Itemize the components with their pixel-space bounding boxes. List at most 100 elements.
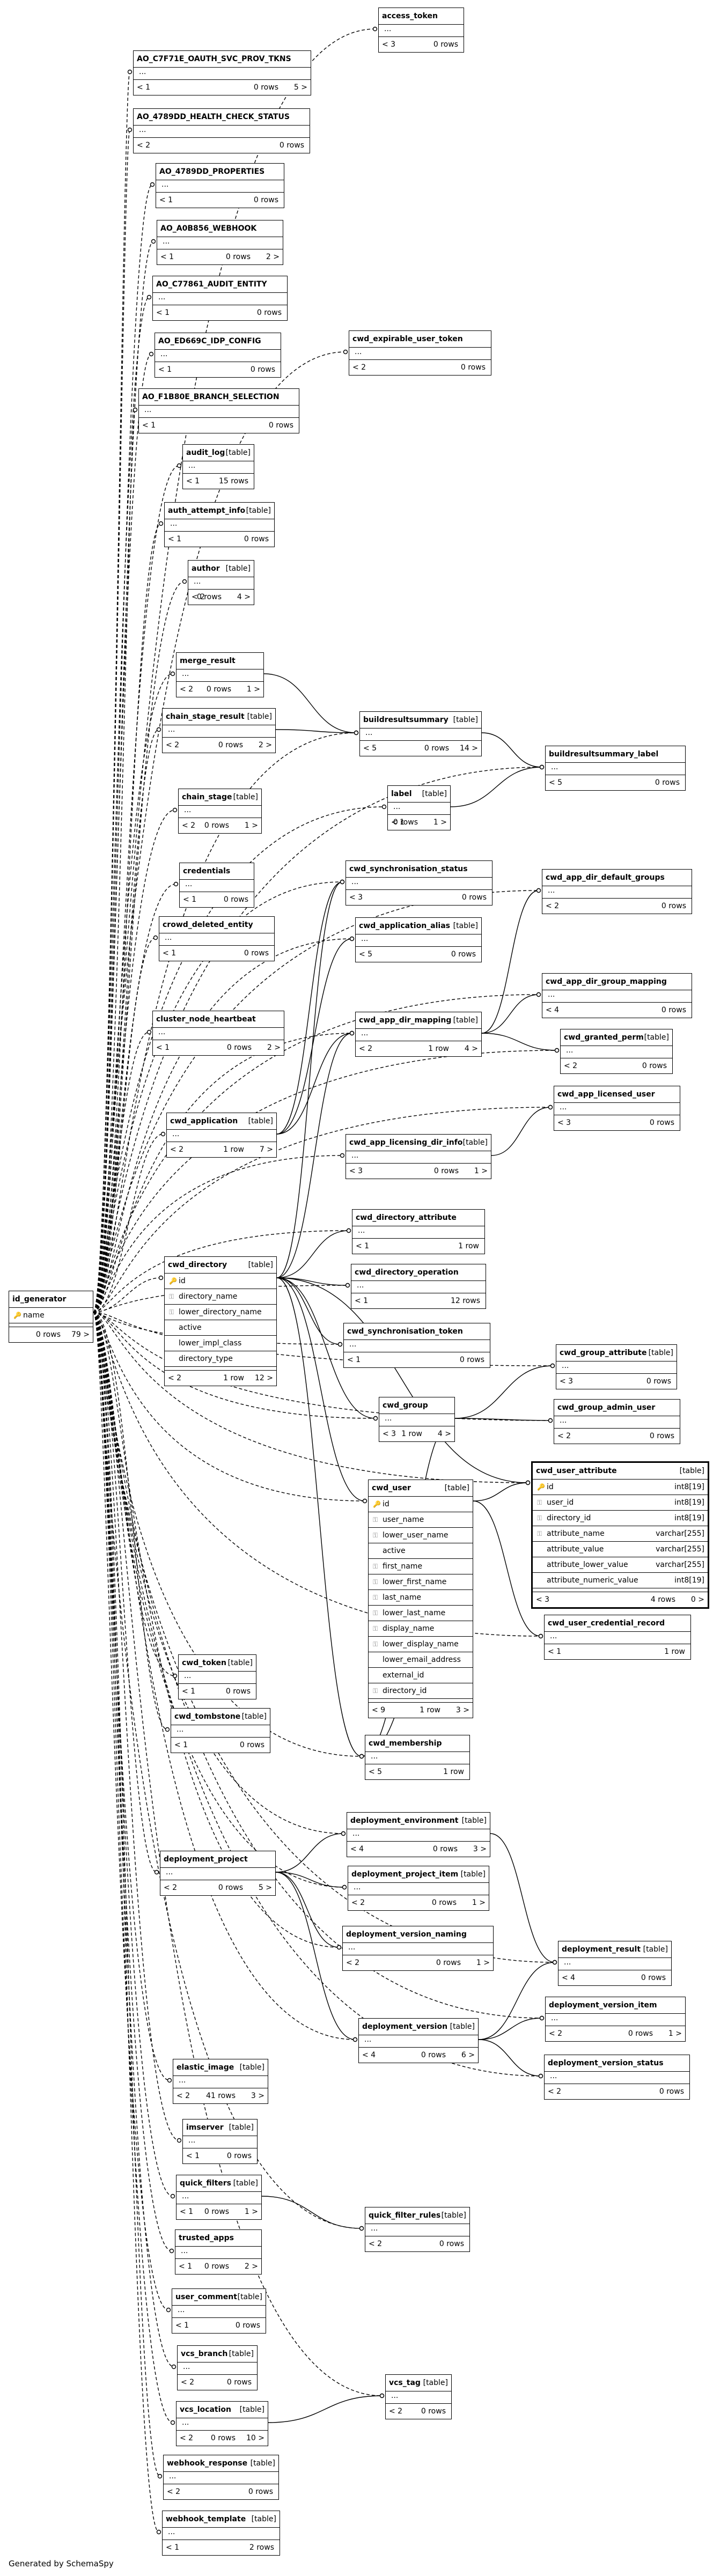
table-name[interactable]: label: [391, 790, 412, 798]
table-name[interactable]: cwd_user_credential_record: [548, 1619, 665, 1628]
parent-count[interactable]: < 2: [548, 2087, 562, 2096]
column-row[interactable]: active: [165, 1320, 276, 1336]
table-name[interactable]: deployment_version_item: [549, 2001, 657, 2010]
table-name[interactable]: quick_filter_rules: [369, 2211, 441, 2220]
parent-count[interactable]: < 2: [192, 593, 205, 601]
parent-count[interactable]: < 1: [548, 1647, 562, 1656]
child-count[interactable]: 1 >: [472, 1898, 486, 1907]
table-cwd_dir_op[interactable]: cwd_directory_operation [table]...< 112 …: [351, 1264, 486, 1309]
table-name[interactable]: crowd_deleted_entity: [163, 921, 253, 929]
parent-count[interactable]: < 2: [168, 1374, 182, 1382]
parent-count[interactable]: < 2: [564, 1062, 578, 1070]
parent-count[interactable]: < 1: [159, 196, 173, 204]
parent-count[interactable]: < 1: [156, 1043, 170, 1052]
table-name[interactable]: deployment_result: [562, 1945, 641, 1954]
table-cwd_sync_status[interactable]: cwd_synchronisation_status [table]...< 3…: [346, 860, 493, 906]
table-name[interactable]: cwd_application_alias: [359, 922, 450, 930]
child-count[interactable]: 1 >: [668, 2029, 682, 2038]
table-name[interactable]: chain_stage: [182, 793, 232, 801]
parent-count[interactable]: < 1: [168, 535, 182, 543]
parent-count[interactable]: < 1: [186, 2152, 200, 2160]
child-count[interactable]: 2 >: [267, 1043, 281, 1052]
parent-count[interactable]: < 4: [350, 1845, 364, 1853]
table-credentials[interactable]: credentials [table]...< 10 rows: [179, 863, 254, 908]
table-name[interactable]: deployment_version: [362, 2022, 448, 2031]
parent-count[interactable]: < 1: [166, 2543, 180, 2552]
table-name[interactable]: cwd_token: [182, 1659, 226, 1667]
parent-count[interactable]: < 1: [156, 308, 170, 317]
parent-count[interactable]: < 3: [560, 1377, 574, 1386]
child-count[interactable]: 79 >: [71, 1330, 90, 1339]
table-name[interactable]: audit_log: [186, 448, 225, 457]
table-deployment_project[interactable]: deployment_project [table]...< 20 rows5 …: [160, 1851, 276, 1896]
column-row[interactable]: ⚿lower_last_name: [369, 1606, 473, 1621]
table-crowd_deleted[interactable]: crowd_deleted_entity [table]...< 10 rows: [159, 916, 275, 961]
parent-count[interactable]: < 3: [382, 40, 396, 49]
parent-count[interactable]: < 2: [177, 2092, 190, 2100]
parent-count[interactable]: < 5: [549, 778, 563, 787]
column-row[interactable]: 🔑id: [165, 1274, 276, 1289]
parent-count[interactable]: < 1: [347, 1356, 361, 1364]
table-name[interactable]: cwd_synchronisation_token: [347, 1327, 463, 1336]
table-ao_f1b80e[interactable]: AO_F1B80E_BRANCH_SELECTION [table]...< 1…: [138, 388, 299, 433]
table-ao_4789dd_hc[interactable]: AO_4789DD_HEALTH_CHECK_STATUS [table]...…: [133, 108, 310, 153]
table-name[interactable]: chain_stage_result: [166, 712, 245, 721]
table-name[interactable]: buildresultsummary_label: [549, 750, 659, 759]
parent-count[interactable]: < 2: [180, 2434, 194, 2442]
table-name[interactable]: webhook_template: [166, 2515, 246, 2523]
child-count[interactable]: 2 >: [244, 2262, 258, 2271]
child-count[interactable]: 1 >: [246, 685, 260, 694]
column-row[interactable]: ⚿user_name: [369, 1512, 473, 1528]
child-count[interactable]: 3 >: [251, 2092, 264, 2100]
table-ao_ed669c[interactable]: AO_ED669C_IDP_CONFIG [table]...< 10 rows: [155, 333, 281, 378]
table-name[interactable]: vcs_branch: [181, 2350, 228, 2358]
column-row[interactable]: external_id: [369, 1668, 473, 1683]
parent-count[interactable]: < 2: [137, 141, 151, 150]
child-count[interactable]: 1 >: [244, 821, 258, 830]
column-row[interactable]: directory_type: [165, 1351, 276, 1367]
table-name[interactable]: vcs_tag: [389, 2379, 421, 2387]
child-count[interactable]: 1 >: [244, 2207, 258, 2216]
table-deployment_version_naming[interactable]: deployment_version_naming [table]...< 20…: [342, 1926, 494, 1971]
parent-count[interactable]: < 2: [164, 1883, 178, 1892]
table-name[interactable]: AO_C7F71E_OAUTH_SVC_PROV_TKNS: [137, 55, 291, 63]
parent-count[interactable]: < 4: [546, 1006, 560, 1014]
child-count[interactable]: 10 >: [246, 2434, 264, 2442]
table-name[interactable]: credentials: [183, 867, 231, 875]
table-name[interactable]: deployment_version_naming: [346, 1930, 467, 1939]
table-name[interactable]: deployment_project_item: [351, 1870, 459, 1879]
table-cwd_app_dir_group_mapping[interactable]: cwd_app_dir_group_mapping [table]...< 40…: [542, 973, 692, 1018]
table-name[interactable]: cwd_group: [383, 1401, 428, 1410]
child-count[interactable]: 3 >: [473, 1845, 487, 1853]
child-count[interactable]: 14 >: [460, 744, 478, 753]
table-deployment_version_status[interactable]: deployment_version_status [table]...< 20…: [544, 2055, 690, 2100]
parent-count[interactable]: < 2: [389, 2407, 403, 2416]
table-cwd_user_cred_record[interactable]: cwd_user_credential_record [table]...< 1…: [544, 1615, 691, 1660]
child-count[interactable]: 2 >: [258, 741, 272, 749]
parent-count[interactable]: < 2: [180, 685, 194, 694]
parent-count[interactable]: < 2: [352, 363, 366, 372]
parent-count[interactable]: < 1: [175, 2321, 189, 2330]
parent-count[interactable]: < 2: [351, 1898, 365, 1907]
parent-count[interactable]: < 2: [369, 2240, 383, 2248]
parent-count[interactable]: < 1: [183, 895, 197, 904]
parent-count[interactable]: < 2: [546, 902, 560, 910]
child-count[interactable]: 4 >: [437, 1430, 451, 1438]
column-row[interactable]: ⚿lower_directory_name: [165, 1305, 276, 1320]
column-row[interactable]: ⚿lower_user_name: [369, 1528, 473, 1543]
table-cwd_dir_attr[interactable]: cwd_directory_attribute [table]...< 11 r…: [352, 1209, 485, 1254]
